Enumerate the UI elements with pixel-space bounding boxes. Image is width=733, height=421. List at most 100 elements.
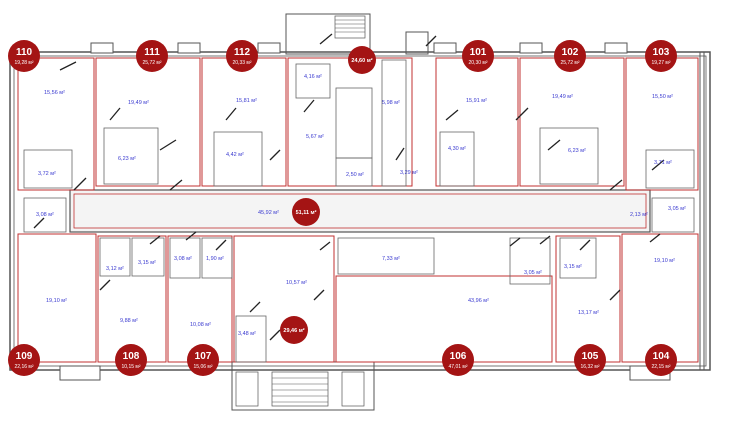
apt-109-outline [17, 233, 97, 363]
room-area: 6,23 м² [118, 156, 136, 162]
top-stairs [285, 13, 429, 55]
bottom-stair-flight [271, 371, 329, 407]
room-area: 9,88 м² [120, 318, 138, 324]
top-stair-box [285, 13, 371, 55]
apartment-area: 22,16 м² [14, 364, 33, 370]
bottom-stair-box [231, 361, 375, 411]
top-shaft [405, 31, 429, 55]
room-area: 3,71 м² [654, 160, 672, 166]
room-area: 15,91 м² [466, 98, 487, 104]
room-area: 6,23 м² [568, 148, 586, 154]
room-area: 3,29 м² [400, 170, 418, 176]
apartment-area: 25,72 м² [560, 60, 579, 66]
apartment-number: 105 [582, 351, 599, 362]
door-swings [33, 33, 665, 341]
room-area: 15,81 м² [236, 98, 257, 104]
apartment-area: 15,06 м² [193, 364, 212, 370]
apartment-number: 104 [653, 351, 670, 362]
room-area: 3,15 м² [138, 260, 156, 266]
room-area: 3,48 м² [238, 331, 256, 337]
room-area: 3,05 м² [524, 270, 542, 276]
common-area-value: 29,46 м² [283, 327, 304, 334]
top-stair-steps [335, 19, 365, 33]
room-area: 43,96 м² [468, 298, 489, 304]
apt-110-outline [17, 57, 95, 191]
apartment-number: 102 [562, 47, 579, 58]
apartment-area: 19,27 м² [651, 60, 670, 66]
room-area: 4,16 м² [304, 74, 322, 80]
common-area-badges: 24,60 м² 51,11 м² 29,46 м² [280, 46, 376, 344]
apartment-badge[interactable]: 105 16,32 м² [574, 344, 606, 376]
apartment-area: 19,28 м² [14, 60, 33, 66]
apartment-badge[interactable]: 103 19,27 м² [645, 40, 677, 72]
room-area: 15,56 м² [44, 90, 65, 96]
room-area: 19,10 м² [46, 298, 67, 304]
room-area: 10,08 м² [190, 322, 211, 328]
room-area: 2,13 м² [630, 212, 648, 218]
room-area: 7,33 м² [382, 256, 400, 262]
common-area-badge[interactable]: 29,46 м² [280, 316, 308, 344]
room-area: 19,49 м² [128, 100, 149, 106]
room-area: 2,50 м² [346, 172, 364, 178]
room-area: 19,49 м² [552, 94, 573, 100]
room-area: 45,92 м² [258, 210, 279, 216]
common-area-badge[interactable]: 24,60 м² [348, 46, 376, 74]
apartment-badge[interactable]: 107 15,06 м² [187, 344, 219, 376]
apt-102-outline [519, 57, 625, 187]
room-area: 3,72 м² [38, 171, 56, 177]
apartment-badge[interactable]: 101 20,30 м² [462, 40, 494, 72]
apt-104-outline [621, 233, 699, 363]
corridor [69, 189, 651, 233]
apartment-area: 20,33 м² [232, 60, 251, 66]
room-area: 15,50 м² [652, 94, 673, 100]
room-area: 3,08 м² [174, 256, 192, 262]
apartment-area: 20,30 м² [468, 60, 487, 66]
apt-103-outline [625, 57, 699, 191]
apartment-number: 107 [195, 351, 212, 362]
apartment-number: 101 [470, 47, 487, 58]
room-area: 3,08 м² [36, 212, 54, 218]
common-area-badge[interactable]: 51,11 м² [292, 198, 320, 226]
apartment-badge[interactable]: 109 22,16 м² [8, 344, 40, 376]
room-area: 3,15 м² [564, 264, 582, 270]
apartment-badge[interactable]: 108 10,15 м² [115, 344, 147, 376]
apt-106-outline [335, 275, 553, 363]
room-area: 13,17 м² [578, 310, 599, 316]
hall-bottom-outline [233, 235, 335, 363]
room-area-labels: 15,56 м² 3,72 м² 3,08 м² 19,49 м² 6,23 м… [36, 74, 686, 337]
room-area: 10,57 м² [286, 280, 307, 286]
common-area-value: 51,11 м² [296, 209, 317, 216]
room-area: 4,42 м² [226, 152, 244, 158]
apartment-badge[interactable]: 112 20,33 м² [226, 40, 258, 72]
apt-101-outline [435, 57, 519, 187]
apartment-number: 103 [653, 47, 670, 58]
apt-111-outline [95, 57, 201, 187]
apartment-number: 109 [16, 351, 33, 362]
apartment-number: 112 [234, 47, 251, 58]
apartment-area: 47,01 м² [448, 364, 467, 370]
apartment-number: 111 [144, 47, 160, 58]
top-stair-flight [334, 15, 366, 39]
apartment-area: 10,15 м² [121, 364, 140, 370]
apartment-badge[interactable]: 110 19,28 м² [8, 40, 40, 72]
room-area: 19,10 м² [654, 258, 675, 264]
apartment-badge[interactable]: 104 22,15 м² [645, 344, 677, 376]
apt-112-outline [201, 57, 287, 187]
apartment-badge[interactable]: 106 47,01 м² [442, 344, 474, 376]
apartment-number: 108 [123, 351, 140, 362]
corridor-outline [73, 193, 647, 229]
room-area: 1,90 м² [206, 256, 224, 262]
room-area: 3,05 м² [668, 206, 686, 212]
bottom-stairs [231, 361, 375, 411]
bottom-stair-steps [272, 377, 328, 403]
apartment-area: 16,32 м² [580, 364, 599, 370]
room-area: 4,30 м² [448, 146, 466, 152]
apartment-area: 22,15 м² [651, 364, 670, 370]
apartment-badges: 110 19,28 м² 111 25,72 м² 112 20,33 м² 1… [8, 40, 677, 376]
apartment-badge[interactable]: 111 25,72 м² [136, 40, 168, 72]
common-area-value: 24,60 м² [351, 57, 372, 64]
apartment-badge[interactable]: 102 25,72 м² [554, 40, 586, 72]
interior-walls [23, 59, 695, 363]
top-windows [90, 42, 628, 54]
